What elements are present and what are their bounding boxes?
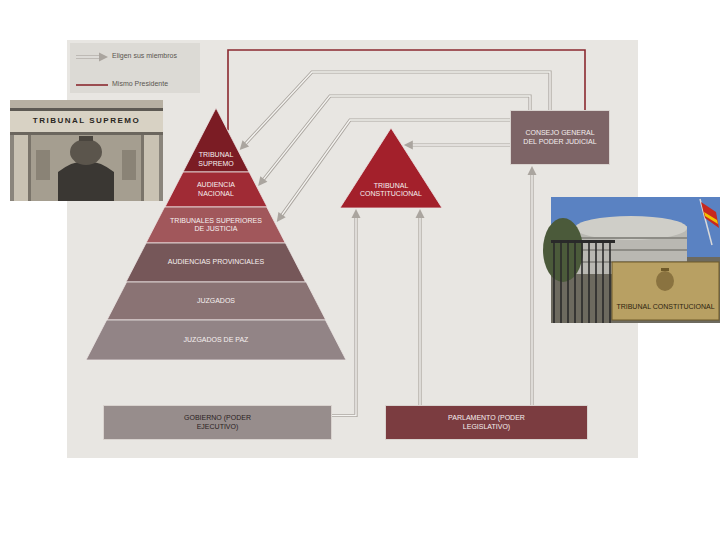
arrow-head (240, 140, 249, 150)
connector-line (245, 72, 550, 145)
shape-fill (165, 172, 267, 207)
node-label: AUDIENCIA NACIONAL (184, 181, 247, 198)
court-triangle: TRIBUNAL CONSTITUCIONAL (340, 128, 442, 208)
node-label: JUZGADOS (128, 297, 305, 305)
connector-line (332, 216, 356, 415)
election-arrow (528, 166, 537, 405)
text-wrapper: JUZGADOS DE PAZ (108, 336, 324, 344)
connector-line (281, 120, 510, 216)
node-label: GOBIERNO (PODER EJECUTIVO) (178, 414, 258, 431)
node-label: TRIBUNAL SUPREMO (197, 151, 234, 168)
photo-inscription: TRIBUNAL CONSTITUCIONAL (613, 303, 718, 311)
legend-text: Mismo Presidente (112, 80, 168, 88)
text-wrapper: GOBIERNO (PODER EJECUTIVO) (178, 414, 258, 431)
connector-line (530, 173, 533, 405)
arrow-head (277, 212, 286, 222)
shape-fill (146, 207, 285, 243)
connector-line (411, 143, 510, 146)
connector-line-core (281, 120, 510, 216)
text-wrapper: TRIBUNAL SUPREMO (197, 151, 234, 168)
connector-line-core (411, 144, 510, 145)
election-arrow (332, 209, 361, 416)
connector-line-core (531, 173, 532, 405)
text-wrapper: CONSEJO GENERAL DEL PODER JUDICIAL (521, 129, 599, 146)
election-arrow (416, 209, 425, 405)
court-level-band: JUZGADOS DE PAZ (86, 320, 346, 360)
legend-arrow-line (76, 56, 100, 57)
constitucional-photo (543, 197, 720, 323)
court-level-band: TRIBUNAL SUPREMO (183, 108, 249, 172)
court-level-band: TRIBUNALES SUPERIORES DE JUSTICIA (146, 207, 285, 243)
arrow-head (528, 166, 537, 175)
text-wrapper: AUDIENCIAS PROVINCIALES (148, 258, 284, 266)
node-label: CONSEJO GENERAL DEL PODER JUDICIAL (521, 129, 599, 146)
node-label: AUDIENCIAS PROVINCIALES (148, 258, 284, 266)
node-label: TRIBUNAL CONSTITUCIONAL (359, 182, 424, 199)
shape-fill (183, 108, 249, 172)
supremo-photo (10, 100, 163, 201)
arrow-head (352, 209, 361, 218)
legend-arrow-line (76, 55, 100, 58)
shape-fill (86, 320, 346, 360)
photo-inscription: TRIBUNAL SUPREMO (10, 116, 163, 126)
legend-box (70, 43, 200, 93)
text-wrapper: TRIBUNALES SUPERIORES DE JUSTICIA (166, 217, 265, 234)
court-level-band: AUDIENCIA NACIONAL (165, 172, 267, 207)
arrow-head (416, 209, 425, 218)
arrow-head (404, 141, 413, 150)
connector-line-core (419, 216, 420, 405)
legend-red-line (76, 84, 108, 86)
text-wrapper: JUZGADOS (128, 297, 305, 305)
legend-text: Eligen sus miembros (112, 52, 177, 60)
node-label: JUZGADOS DE PAZ (108, 336, 324, 344)
election-arrow (277, 120, 510, 222)
connector-line-core (245, 72, 550, 145)
institution-box: GOBIERNO (PODER EJECUTIVO) (103, 405, 332, 440)
node-label: PARLAMENTO (PODER LEGISLATIVO) (442, 414, 532, 431)
court-level-band: JUZGADOS (107, 282, 326, 320)
institution-box: PARLAMENTO (PODER LEGISLATIVO) (385, 405, 588, 440)
institution-box: CONSEJO GENERAL DEL PODER JUDICIAL (510, 110, 610, 165)
text-wrapper: TRIBUNAL CONSTITUCIONAL (359, 182, 424, 199)
shape-fill (126, 243, 306, 282)
text-wrapper: PARLAMENTO (PODER LEGISLATIVO) (442, 414, 532, 431)
arrow-head (258, 176, 267, 186)
connector-line (418, 216, 421, 405)
election-arrow (404, 141, 510, 150)
connector-line-core (332, 216, 356, 415)
court-level-band: AUDIENCIAS PROVINCIALES (126, 243, 306, 282)
node-label: TRIBUNALES SUPERIORES DE JUSTICIA (166, 217, 265, 234)
legend-arrow-head (99, 53, 108, 62)
shape-fill (340, 128, 442, 208)
text-wrapper: AUDIENCIA NACIONAL (184, 181, 247, 198)
shape-fill (107, 282, 326, 320)
